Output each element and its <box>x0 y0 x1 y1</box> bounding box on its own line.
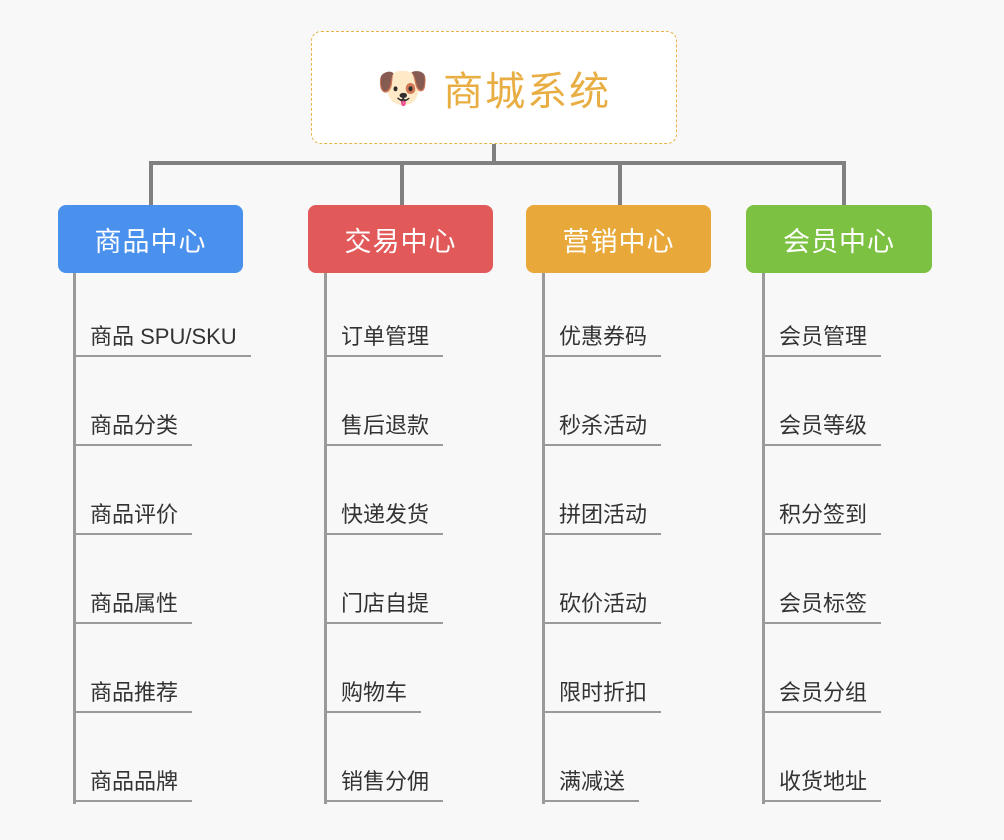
leaf-item[interactable]: 商品评价 <box>76 487 193 535</box>
connector-root-stem <box>492 144 496 163</box>
leaf-label: 销售分佣 <box>341 768 430 794</box>
column-4-trunk <box>762 273 765 804</box>
leaf-label: 会员标签 <box>779 590 868 616</box>
leaf-item[interactable]: 商品品牌 <box>76 754 193 802</box>
leaf-underline <box>327 444 444 446</box>
leaf-underline <box>327 622 444 624</box>
leaf-item[interactable]: 商品推荐 <box>76 665 193 713</box>
leaf-item[interactable]: 快递发货 <box>327 487 444 535</box>
leaf-item[interactable]: 收货地址 <box>765 754 882 802</box>
leaf-label: 秒杀活动 <box>559 412 648 438</box>
connector-drop-3 <box>618 161 622 205</box>
leaf-underline <box>327 355 444 357</box>
connector-drop-1 <box>149 161 153 205</box>
leaf-label: 商品品牌 <box>90 768 179 794</box>
shiba-dog-face-icon: 🐶 <box>376 63 430 111</box>
leaf-item[interactable]: 会员标签 <box>765 576 882 624</box>
leaf-underline <box>76 800 193 802</box>
leaf-item[interactable]: 门店自提 <box>327 576 444 624</box>
leaf-item[interactable]: 砍价活动 <box>545 576 662 624</box>
root-node[interactable]: 🐶 商城系统 <box>311 31 677 144</box>
leaf-item[interactable]: 订单管理 <box>327 309 444 357</box>
leaf-underline <box>327 711 422 713</box>
category-header-2[interactable]: 交易中心 <box>308 205 493 273</box>
leaf-label: 商品推荐 <box>90 679 179 705</box>
leaf-underline <box>76 711 193 713</box>
leaf-underline <box>327 533 444 535</box>
leaf-label: 会员分组 <box>779 679 868 705</box>
leaf-underline <box>765 800 882 802</box>
leaf-item[interactable]: 拼团活动 <box>545 487 662 535</box>
leaf-underline <box>76 444 193 446</box>
leaf-item[interactable]: 优惠券码 <box>545 309 662 357</box>
connector-drop-2 <box>400 161 404 205</box>
leaf-label: 满减送 <box>559 768 626 794</box>
leaf-underline <box>545 711 662 713</box>
leaf-item[interactable]: 商品分类 <box>76 398 193 446</box>
leaf-underline <box>545 533 662 535</box>
leaf-label: 商品 SPU/SKU <box>90 323 237 349</box>
leaf-label: 积分签到 <box>779 501 868 527</box>
leaf-label: 门店自提 <box>341 590 430 616</box>
leaf-underline <box>765 533 882 535</box>
leaf-underline <box>76 355 251 357</box>
leaf-label: 订单管理 <box>341 323 430 349</box>
category-header-2-label: 交易中心 <box>344 226 457 257</box>
leaf-label: 砍价活动 <box>559 590 648 616</box>
root-title: 商城系统 <box>443 69 612 114</box>
leaf-item[interactable]: 商品 SPU/SKU <box>76 309 251 357</box>
leaf-underline <box>765 622 882 624</box>
column-3-trunk <box>542 273 545 804</box>
leaf-underline <box>76 533 193 535</box>
leaf-underline <box>545 355 662 357</box>
leaf-underline <box>545 800 640 802</box>
leaf-label: 拼团活动 <box>559 501 648 527</box>
leaf-underline <box>765 444 882 446</box>
leaf-underline <box>545 622 662 624</box>
category-header-4[interactable]: 会员中心 <box>746 205 932 273</box>
connector-drop-4 <box>842 161 846 205</box>
leaf-item[interactable]: 积分签到 <box>765 487 882 535</box>
leaf-label: 商品评价 <box>90 501 179 527</box>
leaf-item[interactable]: 会员分组 <box>765 665 882 713</box>
leaf-label: 优惠券码 <box>559 323 648 349</box>
leaf-item[interactable]: 购物车 <box>327 665 422 713</box>
leaf-label: 会员等级 <box>779 412 868 438</box>
leaf-label: 购物车 <box>341 679 408 705</box>
column-2-trunk <box>324 273 327 804</box>
category-header-4-label: 会员中心 <box>783 226 895 257</box>
leaf-label: 收货地址 <box>779 768 868 794</box>
category-header-3[interactable]: 营销中心 <box>526 205 711 273</box>
leaf-underline <box>76 622 193 624</box>
leaf-label: 商品分类 <box>90 412 179 438</box>
leaf-label: 会员管理 <box>779 323 868 349</box>
leaf-underline <box>765 355 882 357</box>
leaf-label: 限时折扣 <box>559 679 648 705</box>
leaf-label: 快递发货 <box>341 501 430 527</box>
leaf-item[interactable]: 售后退款 <box>327 398 444 446</box>
leaf-item[interactable]: 限时折扣 <box>545 665 662 713</box>
leaf-underline <box>327 800 444 802</box>
leaf-label: 售后退款 <box>341 412 430 438</box>
category-header-1[interactable]: 商品中心 <box>58 205 243 273</box>
leaf-underline <box>545 444 662 446</box>
leaf-item[interactable]: 会员管理 <box>765 309 882 357</box>
leaf-underline <box>765 711 882 713</box>
column-1-trunk <box>73 273 76 804</box>
leaf-item[interactable]: 满减送 <box>545 754 640 802</box>
leaf-item[interactable]: 商品属性 <box>76 576 193 624</box>
category-header-1-label: 商品中心 <box>94 226 207 257</box>
category-header-3-label: 营销中心 <box>562 226 675 257</box>
leaf-item[interactable]: 销售分佣 <box>327 754 444 802</box>
connector-horizontal-bus <box>149 161 846 165</box>
leaf-item[interactable]: 会员等级 <box>765 398 882 446</box>
leaf-item[interactable]: 秒杀活动 <box>545 398 662 446</box>
leaf-label: 商品属性 <box>90 590 179 616</box>
